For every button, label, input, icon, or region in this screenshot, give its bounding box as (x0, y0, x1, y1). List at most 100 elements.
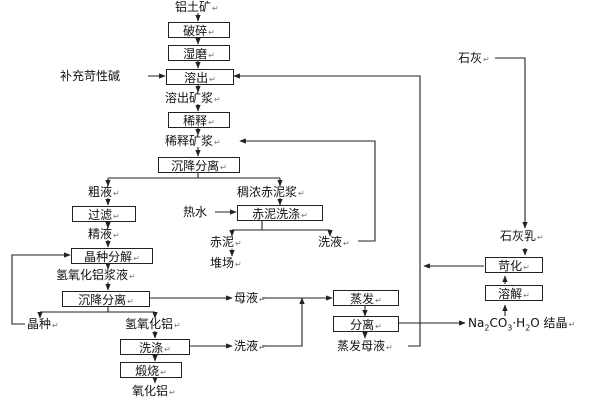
label-stockpile: 堆场↵ (210, 256, 242, 272)
lime-milk-text: 石灰乳 (500, 229, 537, 243)
seed-text: 晶种 (27, 317, 52, 331)
soda-crystal-sub1: 2 (484, 323, 490, 333)
refined-liquor-text: 精液 (88, 227, 113, 241)
wash-liquor-2-text: 洗液 (234, 339, 259, 353)
soda-crystal-h: ·H (512, 316, 526, 330)
return-mark-icon: ↵ (220, 163, 227, 172)
return-mark-icon: ↵ (235, 260, 242, 269)
lime-text: 石灰 (458, 51, 483, 65)
box-calcination: 煅烧↵ (120, 362, 182, 378)
label-evap-mother-liquor: 蒸发母液↵ (337, 339, 393, 355)
box-leaching: 溶出↵ (166, 69, 234, 85)
box-settling-separation-2: 沉降分离↵ (62, 291, 150, 307)
label-seed: 晶种↵ (27, 317, 59, 333)
dissolving-label: 溶解 (498, 287, 523, 301)
return-mark-icon: ↵ (214, 95, 221, 104)
washing-label: 洗涤 (139, 341, 164, 355)
label-diluted-slurry: 稀释矿浆↵ (165, 134, 221, 150)
seed-decomposition-label: 晶种分解 (84, 250, 133, 264)
label-aluminum-hydroxide: 氢氧化铝↵ (125, 317, 181, 333)
return-mark-icon: ↵ (208, 51, 215, 60)
alumina-text: 氧化铝 (132, 384, 169, 398)
settling-separation-2-label: 沉降分离 (78, 293, 127, 307)
stockpile-text: 堆场 (210, 256, 235, 270)
arrow-seed-recycle (11, 252, 71, 325)
return-mark-icon: ↵ (113, 189, 120, 198)
box-dissolving: 溶解↵ (485, 285, 543, 301)
bauxite-text: 铝土矿 (175, 0, 212, 14)
return-mark-icon: ↵ (523, 263, 530, 272)
box-washing: 洗涤↵ (120, 339, 190, 355)
hot-water-text: 热水 (183, 205, 208, 219)
return-mark-icon: ↵ (375, 322, 382, 331)
box-causticization: 苛化↵ (485, 257, 543, 273)
soda-crystal-na: Na (468, 316, 485, 330)
red-mud-text: 赤泥 (210, 235, 235, 249)
label-wash-liquor-1: 洗液↵ (318, 235, 350, 251)
box-crushing: 破碎↵ (168, 22, 230, 38)
return-mark-icon: ↵ (298, 189, 305, 198)
label-bauxite: 铝土矿↵ (175, 0, 219, 16)
make-up-caustic-text: 补充苛性碱 (60, 69, 121, 83)
evaporation-label: 蒸发 (350, 292, 375, 306)
return-mark-icon: ↵ (259, 343, 266, 352)
box-wet-grinding: 湿磨↵ (168, 45, 230, 61)
label-lime-milk: 石灰乳↵ (500, 229, 544, 245)
box-settling-separation: 沉降分离↵ (158, 157, 240, 173)
label-red-mud: 赤泥↵ (210, 235, 242, 251)
return-mark-icon: ↵ (209, 75, 216, 84)
wash-liquor-1-text: 洗液 (318, 235, 343, 249)
label-mother-liquor: 母液↵ (234, 291, 266, 307)
label-hot-water: 热水 (183, 205, 207, 220)
label-soda-crystal: Na2CO3·H2O 结晶↵ (468, 316, 575, 335)
return-mark-icon: ↵ (52, 321, 59, 330)
box-evaporation: 蒸发↵ (333, 290, 399, 306)
label-alumina: 氧化铝↵ (132, 384, 176, 400)
label-make-up-caustic: 补充苛性碱 (60, 69, 120, 84)
thick-red-mud-slurry-text: 稠浓赤泥浆 (237, 185, 298, 199)
return-mark-icon: ↵ (386, 343, 393, 352)
return-mark-icon: ↵ (127, 297, 134, 306)
leaching-label: 溶出 (184, 71, 209, 85)
return-mark-icon: ↵ (483, 55, 490, 64)
arrow-evapmother-leaching (233, 73, 421, 347)
return-mark-icon: ↵ (113, 212, 120, 221)
return-mark-icon: ↵ (259, 295, 266, 304)
label-crude-liquor: 粗液↵ (88, 185, 120, 201)
box-dilution: 稀释↵ (168, 112, 230, 128)
diluted-slurry-text: 稀释矿浆 (165, 134, 214, 148)
box-separation: 分离↵ (333, 316, 399, 332)
hydroxide-slurry-text: 氢氧化铝浆液 (56, 268, 129, 282)
leached-slurry-text: 溶出矿浆 (165, 91, 214, 105)
filtration-label: 过滤 (88, 208, 113, 222)
label-refined-liquor: 精液↵ (88, 227, 120, 243)
return-mark-icon: ↵ (208, 118, 215, 127)
label-hydroxide-slurry: 氢氧化铝浆液↵ (56, 268, 136, 284)
settling-separation-label: 沉降分离 (171, 159, 220, 173)
red-mud-washing-label: 赤泥洗涤 (252, 207, 301, 221)
soda-crystal-sub2: 3 (507, 323, 513, 333)
arrow-washliq-evap (262, 297, 305, 347)
label-lime: 石灰↵ (458, 51, 490, 67)
label-wash-liquor-2: 洗液↵ (234, 339, 266, 355)
wet-grinding-label: 湿磨 (183, 47, 208, 61)
return-mark-icon: ↵ (212, 4, 219, 13)
dilution-label: 稀释 (183, 114, 208, 128)
soda-crystal-sub3: 2 (525, 323, 531, 333)
arrow-washliq1-dilution (239, 138, 376, 242)
return-mark-icon: ↵ (113, 231, 120, 240)
arrow-lime-limemilk (495, 57, 528, 229)
return-mark-icon: ↵ (129, 272, 136, 281)
calcination-label: 煅烧 (135, 364, 160, 378)
return-mark-icon: ↵ (164, 345, 171, 354)
return-mark-icon: ↵ (174, 321, 181, 330)
aluminum-hydroxide-text: 氢氧化铝 (125, 317, 174, 331)
box-seed-decomposition: 晶种分解↵ (71, 248, 153, 264)
return-mark-icon: ↵ (235, 239, 242, 248)
evap-mother-liquor-text: 蒸发母液 (337, 339, 386, 353)
return-mark-icon: ↵ (343, 239, 350, 248)
box-filtration: 过滤↵ (72, 206, 136, 222)
return-mark-icon: ↵ (568, 320, 576, 329)
